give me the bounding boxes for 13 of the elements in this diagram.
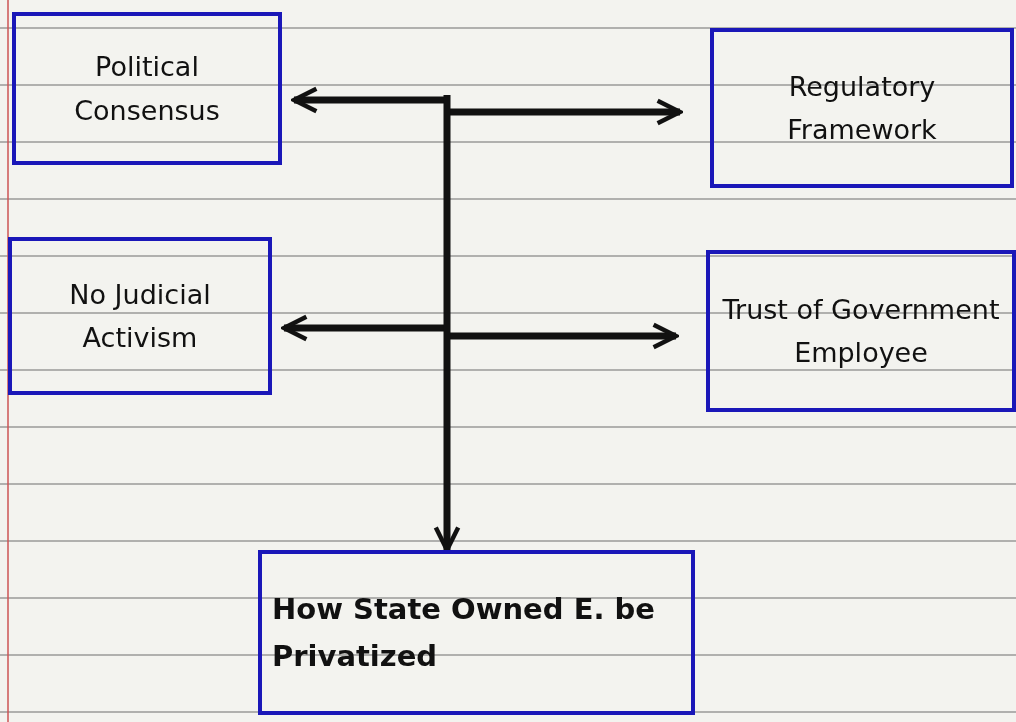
concept-box	[258, 550, 695, 715]
box-text: No Judicial Activism	[68, 277, 212, 355]
concept-box	[706, 250, 1016, 412]
box-text: Regulatory Framework	[786, 69, 938, 147]
concept-box	[12, 12, 282, 165]
arrow	[281, 314, 447, 342]
arrow	[433, 95, 461, 553]
arrow	[291, 86, 447, 114]
box-text: How State Owned E. be Privatized	[271, 591, 656, 675]
box-text: Political Consensus	[73, 50, 221, 128]
concept-box	[710, 28, 1014, 188]
concept-box	[8, 237, 272, 395]
box-text: Trust of Government Employee	[721, 292, 1001, 370]
